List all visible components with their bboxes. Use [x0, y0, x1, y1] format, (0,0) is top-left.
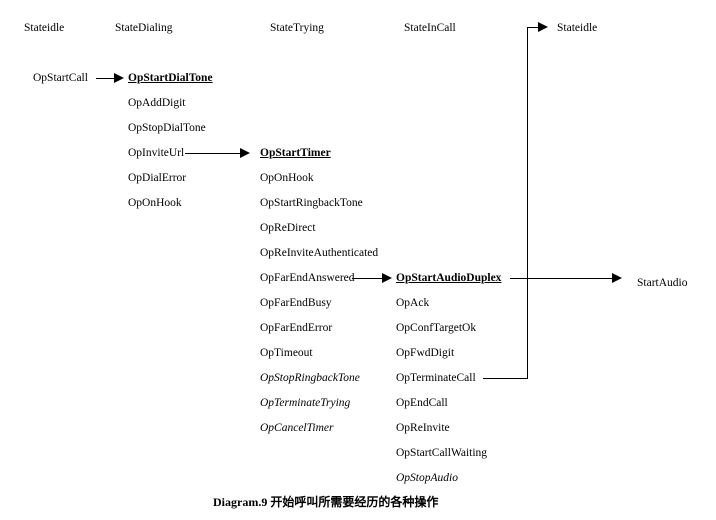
arrowhead-op-invite-url-to-start-timer: [240, 148, 250, 158]
operation-op-fwd-digit: OpFwdDigit: [396, 347, 455, 359]
operation-op-terminate-trying: OpTerminateTrying: [260, 397, 351, 409]
operation-op-end-call: OpEndCall: [396, 397, 448, 409]
operation-op-on-hook-dialing: OpOnHook: [128, 197, 182, 209]
transition-line-op-invite-url-to-start-timer: [185, 153, 241, 154]
operation-op-conf-target-ok: OpConfTargetOk: [396, 322, 477, 334]
column-header-statedialing: StateDialing: [115, 22, 173, 34]
operation-op-stop-ringback-tone: OpStopRingbackTone: [260, 372, 360, 384]
external-label-start-audio: StartAudio: [637, 277, 688, 289]
transition-line-op-terminate-call-vertical: [527, 27, 528, 378]
transition-line-op-start-audio-duplex-to-start-audio: [510, 278, 618, 279]
operation-op-timeout: OpTimeout: [260, 347, 313, 359]
operation-op-start-ringback-tone: OpStartRingbackTone: [260, 197, 363, 209]
operation-op-far-end-busy: OpFarEndBusy: [260, 297, 332, 309]
operation-op-start-audio-duplex: OpStartAudioDuplex: [396, 272, 502, 284]
operation-op-on-hook-trying: OpOnHook: [260, 172, 314, 184]
arrowhead-op-start-audio-duplex-to-start-audio: [612, 273, 622, 283]
transition-line-op-terminate-call-horizontal: [483, 378, 528, 379]
transition-line-op-far-end-answered-to-audio-duplex: [352, 278, 384, 279]
transition-line-op-start-call-to-dial-tone: [96, 78, 118, 79]
external-label-state-idle-return: Stateidle: [557, 22, 598, 34]
column-header-statetrying: StateTrying: [270, 22, 324, 34]
operation-op-redirect: OpReDirect: [260, 222, 316, 234]
operation-op-stop-dial-tone: OpStopDialTone: [128, 122, 206, 134]
operation-op-terminate-call: OpTerminateCall: [396, 372, 476, 384]
operation-op-stop-audio: OpStopAudio: [396, 472, 458, 484]
operation-op-reinvite-authenticated: OpReInviteAuthenticated: [260, 247, 379, 259]
operation-op-start-timer: OpStartTimer: [260, 147, 331, 159]
arrowhead-op-start-call-to-dial-tone: [114, 73, 124, 83]
operation-op-start-call-waiting: OpStartCallWaiting: [396, 447, 488, 459]
arrowhead-op-terminate-call-to-state-idle: [538, 22, 548, 32]
transition-line-op-terminate-call-to-state-idle: [527, 27, 543, 28]
column-header-stateincall: StateInCall: [404, 22, 456, 34]
operation-op-invite-url: OpInviteUrl: [128, 147, 185, 159]
operation-op-reinvite: OpReInvite: [396, 422, 450, 434]
diagram-caption: Diagram.9 开始呼叫所需要经历的各种操作: [213, 495, 439, 509]
operation-op-ack: OpAck: [396, 297, 430, 309]
arrowhead-op-far-end-answered-to-audio-duplex: [382, 273, 392, 283]
operation-op-dial-error: OpDialError: [128, 172, 187, 184]
operation-op-far-end-answered: OpFarEndAnswered: [260, 272, 355, 284]
operation-op-add-digit: OpAddDigit: [128, 97, 186, 109]
column-header-stateidle: Stateidle: [24, 22, 65, 34]
operation-op-cancel-timer: OpCancelTimer: [260, 422, 334, 434]
external-label-op-start-call: OpStartCall: [33, 72, 88, 84]
operation-op-far-end-error: OpFarEndError: [260, 322, 333, 334]
operation-op-start-dial-tone: OpStartDialTone: [128, 72, 213, 84]
